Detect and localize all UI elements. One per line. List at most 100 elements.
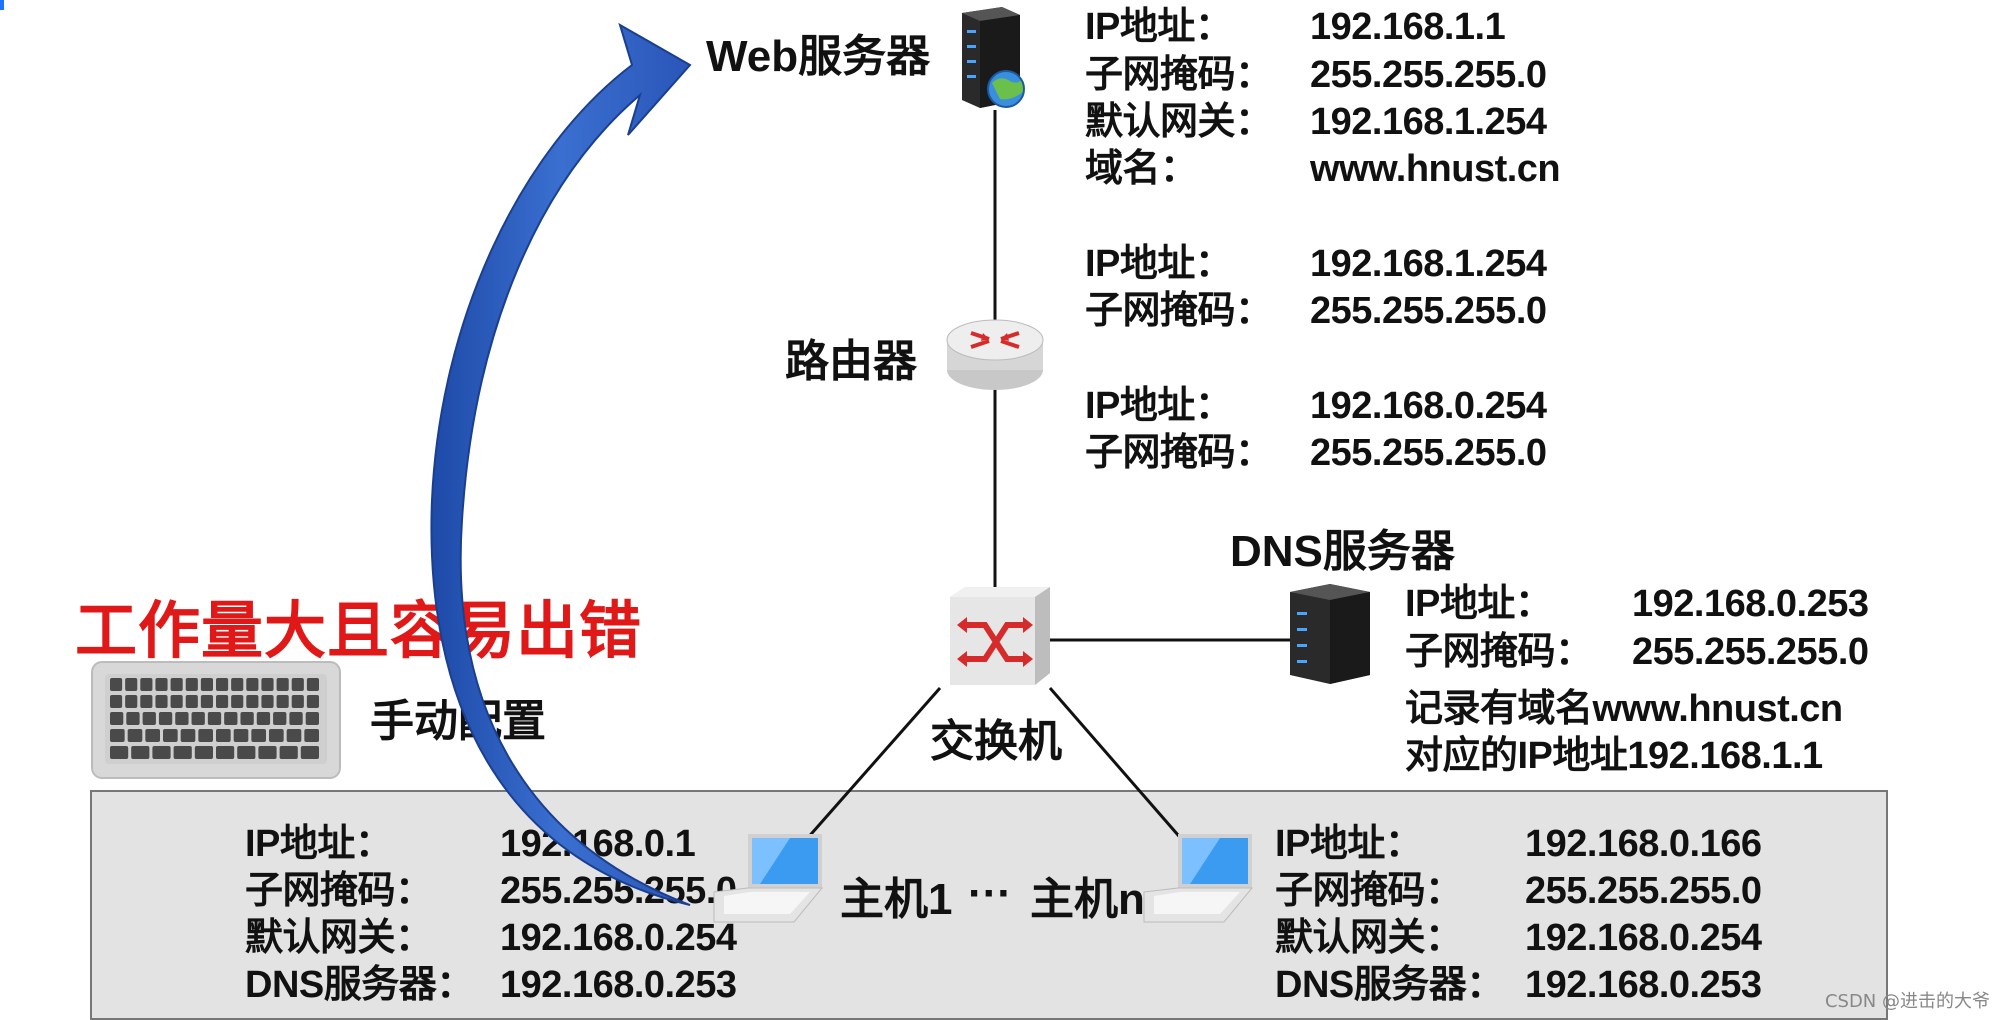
- keyboard-key: [216, 746, 235, 759]
- host1-label: 主机1: [840, 875, 953, 924]
- keyboard-key: [194, 746, 213, 759]
- keyboard-key: [300, 746, 319, 759]
- keyboard-key: [286, 729, 302, 742]
- dns-ip-label: IP地址：: [1405, 583, 1553, 625]
- keyboard-key: [170, 695, 183, 708]
- router-port2-ip-value: 192.168.0.254: [1310, 385, 1547, 427]
- corner-mark: [0, 0, 4, 10]
- host1-ip-label: IP地址：: [245, 823, 393, 865]
- keyboard-key: [110, 678, 123, 691]
- keyboard-key: [256, 712, 271, 725]
- keyboard-key: [110, 712, 124, 725]
- web-mask-value: 255.255.255.0: [1310, 54, 1547, 96]
- keyboard-key: [291, 695, 304, 708]
- manual-config-label: 手动配置: [370, 697, 546, 746]
- keyboard-key: [276, 678, 289, 691]
- host1-dns-value: 192.168.0.253: [500, 964, 737, 1006]
- web-gw-value: 192.168.1.254: [1310, 101, 1547, 143]
- keyboard-key: [261, 678, 274, 691]
- keyboard-key: [198, 729, 213, 742]
- router-port1-ip-value: 192.168.1.254: [1310, 243, 1547, 285]
- keyboard-key: [142, 712, 156, 725]
- host1-gw-value: 192.168.0.254: [500, 917, 737, 959]
- router-port2-mask-label: 子网掩码：: [1085, 432, 1273, 474]
- keyboard-key: [152, 746, 171, 759]
- router-port1-ip-label: IP地址：: [1085, 243, 1233, 285]
- dns-mask-value: 255.255.255.0: [1632, 631, 1869, 673]
- keyboard-key: [279, 746, 298, 759]
- ellipsis: ···: [968, 869, 1012, 918]
- keyboard-key: [216, 729, 231, 742]
- keyboard-key: [237, 746, 256, 759]
- keyboard-key: [125, 678, 138, 691]
- web-ip-value: 192.168.1.1: [1310, 6, 1506, 48]
- keyboard-key: [276, 695, 289, 708]
- keyboard-key: [110, 729, 125, 742]
- web-ip-label: IP地址：: [1085, 6, 1233, 48]
- dns-record-line1: 记录有域名www.hnust.cn: [1405, 688, 1843, 730]
- keyboard-key: [180, 729, 196, 742]
- web-mask-label: 子网掩码：: [1085, 54, 1273, 96]
- keyboard-key: [131, 746, 150, 759]
- keyboard-key: [125, 695, 138, 708]
- link-switch-host1: [788, 687, 942, 859]
- keyboard-key: [216, 695, 229, 708]
- keyboard-key: [200, 678, 213, 691]
- keyboard-key: [233, 729, 249, 742]
- dns-mask-label: 子网掩码：: [1405, 631, 1593, 673]
- keyboard-key: [110, 695, 123, 708]
- dns-record-line2: 对应的IP地址192.168.1.1: [1405, 735, 1823, 777]
- keyboard-key: [126, 712, 140, 725]
- keyboard-key: [155, 695, 168, 708]
- switch-label: 交换机: [930, 717, 1062, 766]
- keyboard-key: [273, 712, 287, 725]
- keyboard-key: [240, 712, 254, 725]
- hostn-dns-value: 192.168.0.253: [1525, 964, 1762, 1006]
- warning-text: 工作量大且容易出错: [75, 594, 643, 667]
- keyboard-key: [200, 695, 213, 708]
- router-port1-mask-value: 255.255.255.0: [1310, 290, 1547, 332]
- keyboard-key: [246, 678, 259, 691]
- dns-server-label: DNS服务器: [1230, 527, 1455, 576]
- keyboard-key: [304, 729, 319, 742]
- web-server-icon: [962, 7, 1025, 108]
- router-port1-mask-label: 子网掩码：: [1085, 290, 1273, 332]
- router-icon: [946, 319, 1044, 390]
- hostn-gw-label: 默认网关：: [1275, 917, 1463, 959]
- keyboard-key: [207, 712, 222, 725]
- dns-server-icon: [1290, 584, 1370, 684]
- host1-gw-label: 默认网关：: [245, 917, 433, 959]
- keyboard-key: [191, 712, 205, 725]
- keyboard-key: [173, 746, 192, 759]
- hostn-dns-label: DNS服务器：: [1275, 964, 1504, 1006]
- keyboard-key: [185, 678, 198, 691]
- hostn-label: 主机n: [1030, 875, 1145, 924]
- web-domain-label: 域名：: [1085, 148, 1198, 190]
- keyboard-key: [261, 695, 274, 708]
- keyboard-key: [127, 729, 143, 742]
- host1-mask-label: 子网掩码：: [245, 870, 433, 912]
- keyboard-key: [246, 695, 259, 708]
- keyboard-key: [110, 746, 129, 759]
- hosts-panel: [90, 790, 1888, 1020]
- keyboard-key: [170, 678, 183, 691]
- dns-ip-value: 192.168.0.253: [1632, 583, 1869, 625]
- keyboard-key: [289, 712, 303, 725]
- keyboard-key: [185, 695, 198, 708]
- link-switch-hostn: [1048, 687, 1200, 859]
- keyboard-key: [231, 695, 244, 708]
- keyboard-key: [305, 712, 319, 725]
- web-gw-label: 默认网关：: [1085, 101, 1273, 143]
- keyboard-key: [306, 678, 319, 691]
- keyboard-key: [224, 712, 238, 725]
- router-port2-ip-label: IP地址：: [1085, 385, 1233, 427]
- keyboard-key: [251, 729, 266, 742]
- host1-laptop-icon: [713, 834, 824, 923]
- hostn-ip-value: 192.168.0.166: [1525, 823, 1762, 865]
- keyboard-key: [155, 678, 168, 691]
- router-label: 路由器: [785, 337, 917, 386]
- keyboard-key: [291, 678, 304, 691]
- hostn-mask-value: 255.255.255.0: [1525, 870, 1762, 912]
- keyboard-icon: [91, 661, 341, 779]
